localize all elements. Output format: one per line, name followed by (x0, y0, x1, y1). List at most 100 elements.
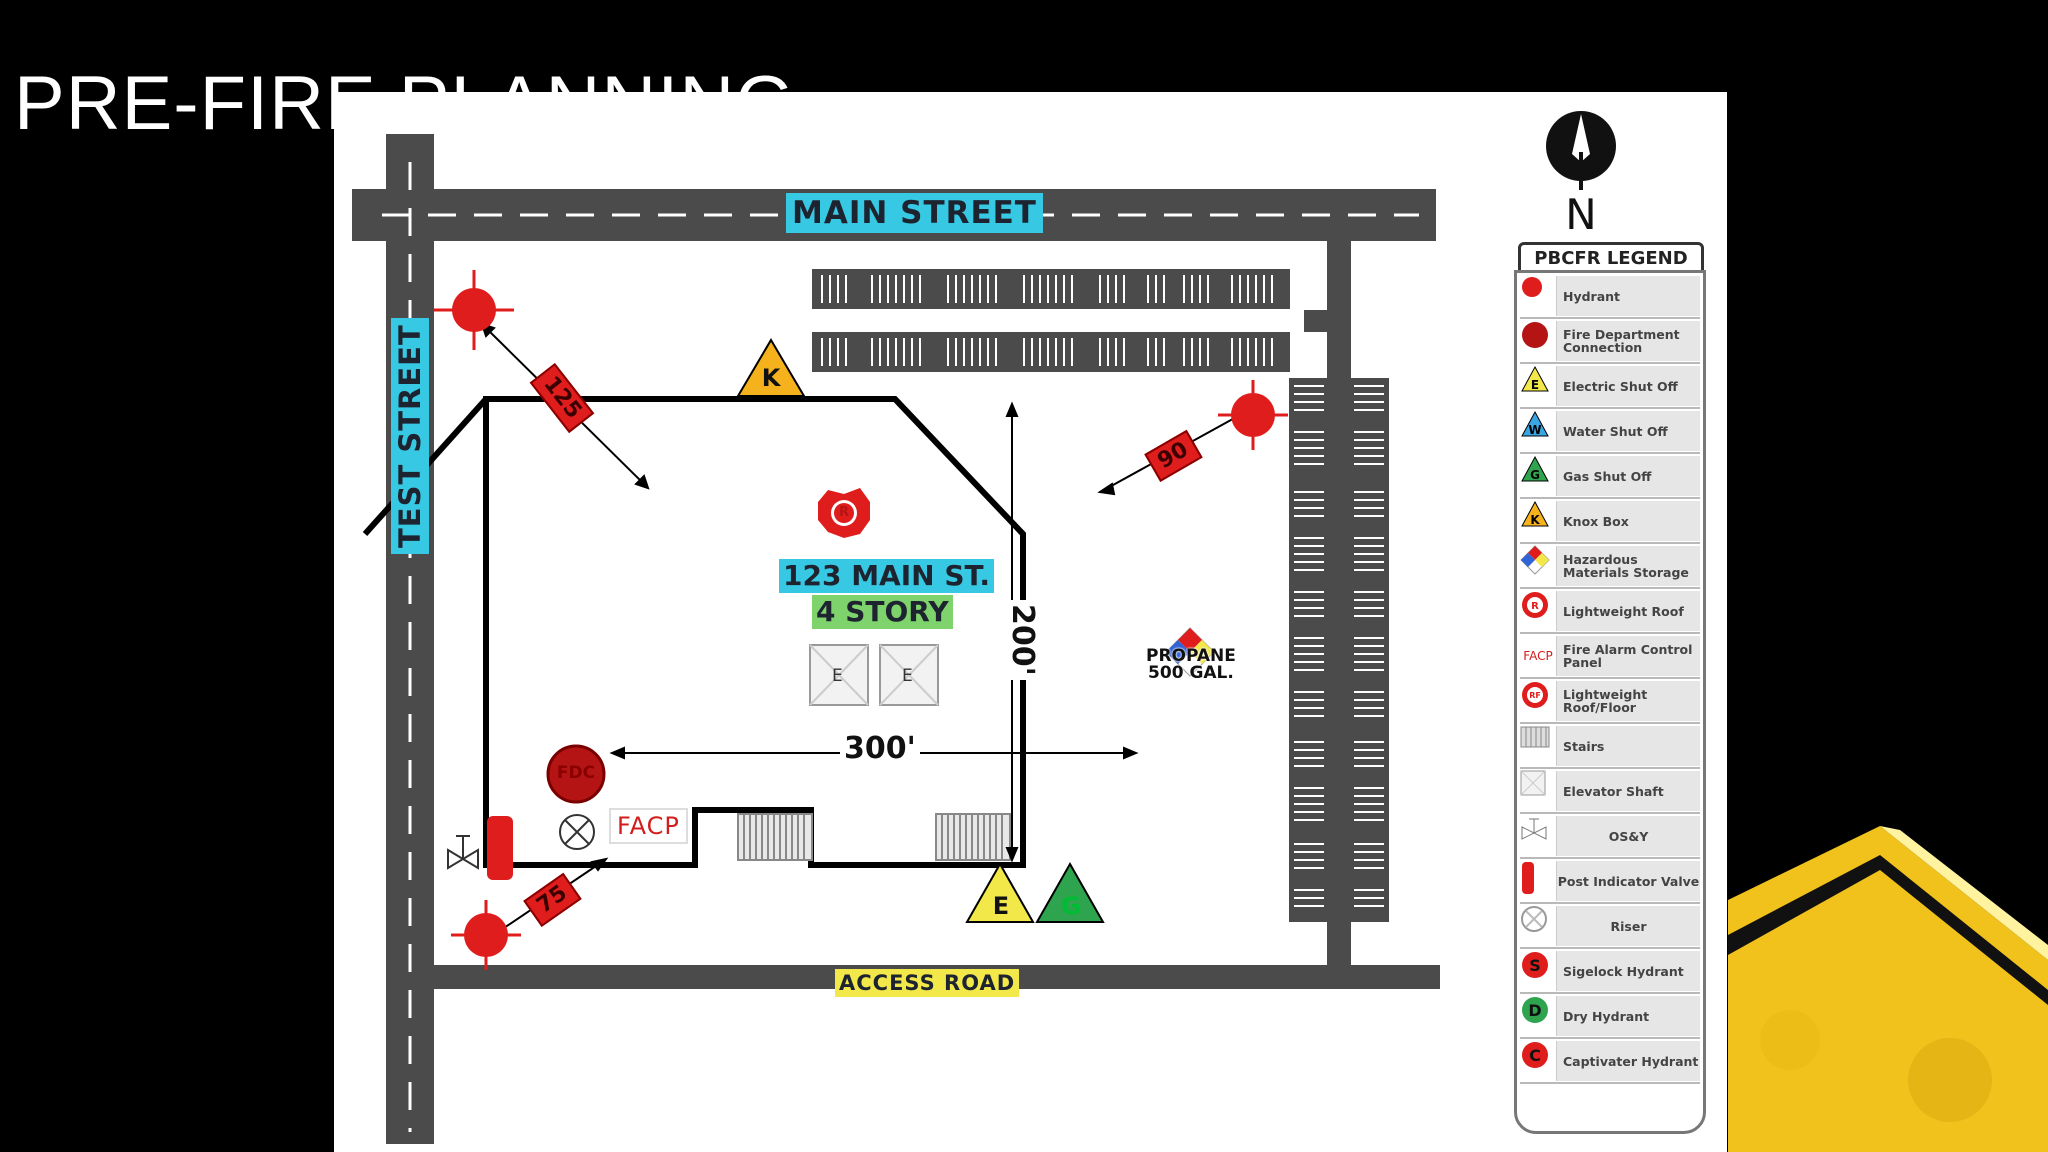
legend-label: Lightweight Roof/Floor (1557, 681, 1700, 721)
svg-text:D: D (1528, 1001, 1541, 1020)
legend-label: OS&Y (1557, 816, 1700, 856)
north-arrow (1546, 111, 1616, 190)
legend-item-dry-hydrant: D Dry Hydrant (1520, 995, 1700, 1039)
pre-fire-plan-map: MAIN STREET ACCESS ROAD TEST STREET 123 … (334, 92, 1727, 1152)
propane-label: PROPANE 500 GAL. (1146, 648, 1236, 682)
access-road-label: ACCESS ROAD (835, 969, 1020, 997)
propane-label-line1: PROPANE (1146, 646, 1236, 666)
post-indicator-valve (487, 816, 513, 880)
parking-north (812, 269, 1290, 372)
facp-icon: FACP (1520, 636, 1557, 676)
hazmat-diamond-icon (1520, 545, 1557, 586)
fdc-label: FDC (556, 763, 596, 783)
elevator-shaft-icon (1520, 770, 1557, 811)
stairs-icon (1520, 726, 1557, 766)
legend-label: Elevator Shaft (1557, 771, 1700, 811)
legend-item-elevator-shaft: Elevator Shaft (1520, 770, 1700, 814)
parking-north-stripes (821, 275, 1273, 366)
legend-item-captivator-hydrant: C Captivater Hydrant (1520, 1040, 1700, 1084)
legend-label: Post Indicator Valve (1557, 861, 1700, 901)
legend-label: Fire Department Connection (1557, 321, 1700, 361)
legend-label: Captivater Hydrant (1557, 1041, 1700, 1081)
legend-label: Gas Shut Off (1557, 456, 1700, 496)
north-label: N (1565, 190, 1597, 239)
lightweight-roof-letter: R (838, 505, 849, 520)
knox-box-icon: K (1520, 500, 1557, 541)
building-stories: 4 STORY (812, 595, 953, 629)
legend-label: Stairs (1557, 726, 1700, 766)
facp-label: FACP (609, 808, 688, 844)
legend-label: Knox Box (1557, 501, 1700, 541)
fdc-circle (546, 744, 606, 804)
hydrant-nw (434, 270, 514, 350)
lightweight-roof-symbol (818, 488, 870, 538)
legend-label: Riser (1557, 906, 1700, 946)
legend-item-knox-box: K Knox Box (1520, 500, 1700, 544)
riser-symbol (559, 814, 595, 850)
svg-text:C: C (1529, 1046, 1541, 1065)
legend-label: Electric Shut Off (1557, 366, 1700, 406)
knox-box-letter: K (761, 364, 781, 392)
building-address: 123 MAIN ST. (779, 559, 994, 593)
legend-item-hazmat: Hazardous Materials Storage (1520, 545, 1700, 589)
legend-item-sigelock-hydrant: S Sigelock Hydrant (1520, 950, 1700, 994)
gas-shutoff-icon: G (1520, 455, 1557, 496)
osy-icon (1520, 816, 1557, 856)
osy-valve (447, 835, 479, 870)
legend-item-osy: OS&Y (1520, 815, 1700, 859)
svg-text:R: R (1531, 601, 1539, 612)
svg-text:G: G (1530, 468, 1540, 482)
lightweight-roof-icon: R (1520, 591, 1557, 631)
legend-item-riser: Riser (1520, 905, 1700, 949)
legend-item-electric-shutoff: E Electric Shut Off (1520, 365, 1700, 409)
legend-item-facp: FACP Fire Alarm Control Panel (1520, 635, 1700, 679)
elevator-label-2: E (902, 666, 913, 686)
svg-text:W: W (1528, 423, 1541, 437)
riser-icon (1520, 906, 1557, 946)
legend-item-post-indicator-valve: Post Indicator Valve (1520, 860, 1700, 904)
captivator-hydrant-icon: C (1520, 1041, 1557, 1081)
gas-shutoff (1035, 861, 1105, 923)
post-indicator-valve-icon (1520, 861, 1557, 901)
electric-shutoff-icon: E (1520, 365, 1557, 406)
propane-hazmat-diamond (1165, 627, 1215, 677)
legend-label: Water Shut Off (1557, 411, 1700, 451)
electric-shutoff-letter: E (992, 892, 1010, 920)
svg-text:E: E (1531, 378, 1539, 392)
fdc-icon (1520, 321, 1557, 361)
water-shutoff-icon: W (1520, 410, 1557, 451)
legend-label: Dry Hydrant (1557, 996, 1700, 1036)
legend-panel: Hydrant Fire Department Connection E Ele… (1514, 270, 1706, 1134)
sigelock-hydrant-icon: S (1520, 951, 1557, 991)
elevator-label-1: E (832, 666, 843, 686)
legend-item-water-shutoff: W Water Shut Off (1520, 410, 1700, 454)
building-depth-dimension: 200' (1005, 600, 1040, 680)
gas-shutoff-letter: G (1061, 892, 1081, 920)
legend-label: Hydrant (1557, 276, 1700, 316)
main-street-label: MAIN STREET (786, 193, 1043, 233)
legend-item-gas-shutoff: G Gas Shut Off (1520, 455, 1700, 499)
lightweight-roof-floor-icon: RF (1520, 681, 1557, 721)
knox-box (736, 338, 806, 397)
legend-label: Hazardous Materials Storage (1557, 546, 1700, 586)
building-width-dimension: 300' (840, 732, 920, 766)
hydrant-icon (1520, 276, 1557, 316)
legend-item-lightweight-roof-floor: RF Lightweight Roof/Floor (1520, 680, 1700, 724)
legend-item-hydrant: Hydrant (1520, 275, 1700, 319)
svg-text:K: K (1530, 513, 1540, 527)
stairs-west (737, 813, 813, 861)
svg-text:RF: RF (1529, 691, 1541, 700)
dry-hydrant-icon: D (1520, 996, 1557, 1036)
test-street-label: TEST STREET (391, 318, 429, 554)
svg-text:S: S (1529, 956, 1541, 975)
parking-east (1289, 378, 1389, 922)
parking-east-stripes (1294, 385, 1384, 907)
legend-item-stairs: Stairs (1520, 725, 1700, 769)
legend-label: Lightweight Roof (1557, 591, 1700, 631)
stairs-east (935, 813, 1011, 861)
legend-item-lightweight-roof: R Lightweight Roof (1520, 590, 1700, 634)
hydrant-sw (451, 900, 521, 970)
legend-label: Sigelock Hydrant (1557, 951, 1700, 991)
propane-label-line2: 500 GAL. (1148, 663, 1234, 683)
